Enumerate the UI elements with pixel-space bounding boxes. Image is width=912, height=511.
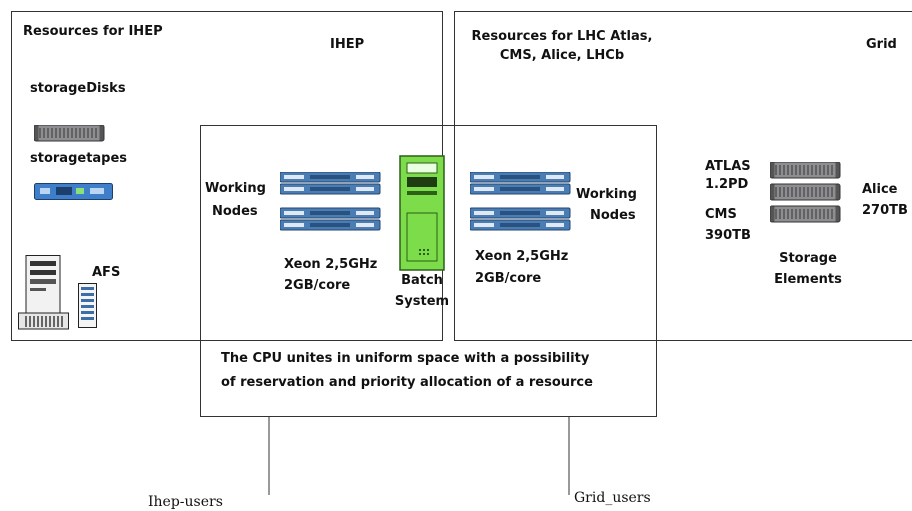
cpu-description-line2: of reservation and priority allocation o…: [221, 375, 593, 390]
storage-tapes-label: storagetapes: [30, 151, 128, 166]
left-working-nodes-line1: Working: [205, 181, 266, 196]
left-cpu-spec: Xeon 2,5GHz: [284, 257, 378, 272]
ihep-users-label: Ihep-users: [148, 494, 223, 510]
alice-label: Alice: [862, 182, 898, 197]
atlas-size: 1.2PD: [705, 177, 749, 192]
afs-server-tower-icon: [18, 255, 69, 330]
batch-system-server-icon: [399, 155, 445, 271]
grid-resources-box: [454, 11, 912, 341]
tape-library-icon: [34, 183, 113, 200]
cms-label: CMS: [705, 207, 737, 222]
right-working-nodes-servers-icon: [470, 172, 571, 231]
cms-size: 390TB: [705, 228, 751, 243]
alice-size: 270TB: [862, 203, 908, 218]
right-memory-spec: 2GB/core: [475, 271, 542, 286]
ihep-box-title: Resources for IHEP: [23, 24, 163, 39]
right-working-nodes-line1: Working: [576, 187, 637, 202]
storage-disk-icon: [34, 125, 105, 142]
grid-corner-label: Grid: [866, 37, 897, 52]
storage-elements-icon: [770, 162, 841, 223]
grid-users-label: Grid_users: [574, 490, 651, 506]
ihep-corner-label: IHEP: [330, 37, 365, 52]
left-memory-spec: 2GB/core: [284, 278, 351, 293]
left-working-nodes-servers-icon: [280, 172, 381, 231]
right-working-nodes-line2: Nodes: [590, 208, 636, 223]
batch-system-line1: Batch: [401, 273, 443, 288]
afs-label: AFS: [92, 265, 121, 280]
batch-system-line2: System: [394, 294, 450, 309]
grid-box-title-line2: CMS, Alice, LHCb: [499, 48, 625, 63]
grid-users-connector-line: [568, 417, 570, 495]
grid-box-title-line1: Resources for LHC Atlas,: [471, 29, 653, 44]
right-cpu-spec: Xeon 2,5GHz: [475, 249, 569, 264]
storage-elements-line2: Elements: [774, 272, 842, 287]
storage-disks-label: storageDisks: [30, 81, 126, 96]
atlas-label: ATLAS: [705, 159, 751, 174]
storage-elements-line1: Storage: [779, 251, 837, 266]
left-working-nodes-line2: Nodes: [212, 204, 258, 219]
ihep-users-connector-line: [268, 417, 270, 495]
afs-storage-rack-icon: [78, 283, 97, 328]
cpu-description-line1: The CPU unites in uniform space with a p…: [221, 351, 590, 366]
cpu-shared-box: [200, 125, 657, 417]
